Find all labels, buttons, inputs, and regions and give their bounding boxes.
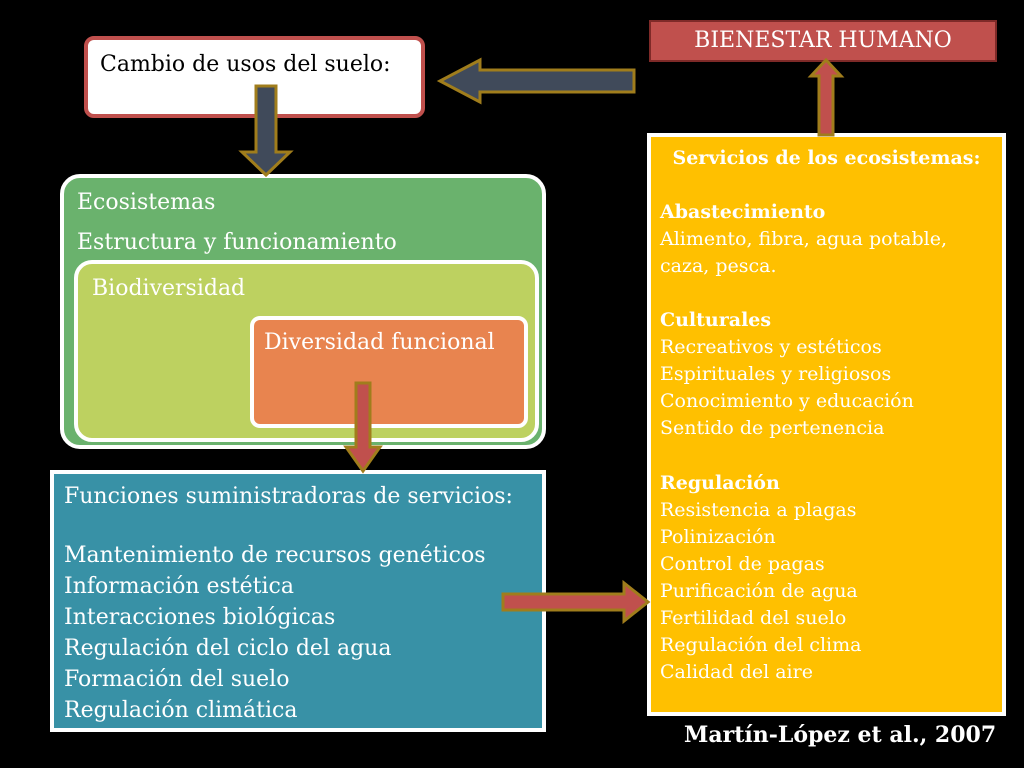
servicios-item: Control de pagas bbox=[660, 553, 825, 575]
servicios-item: Conocimiento y educación bbox=[660, 390, 914, 412]
bienestar-humano-label: BIENESTAR HUMANO bbox=[694, 28, 952, 53]
servicios-item: Sentido de pertenencia bbox=[660, 417, 885, 439]
funciones-item: Regulación del ciclo del agua bbox=[64, 636, 392, 661]
arrow-left-to-cambio bbox=[436, 57, 636, 105]
servicios-item: caza, pesca. bbox=[660, 255, 777, 277]
servicios-item: Calidad del aire bbox=[660, 661, 813, 683]
funciones-item: Información estética bbox=[64, 574, 294, 599]
arrow-down-to-ecosistemas bbox=[238, 84, 294, 178]
servicios-item: Regulación del clima bbox=[660, 634, 862, 656]
servicios-item: Recreativos y estéticos bbox=[660, 336, 882, 358]
ecosistemas-subtitle: Estructura y funcionamiento bbox=[77, 230, 397, 255]
funciones-box: Funciones suministradoras de servicios: … bbox=[50, 470, 546, 732]
servicios-item: Alimento, fibra, agua potable, bbox=[660, 228, 948, 250]
servicios-item: Resistencia a plagas bbox=[660, 499, 857, 521]
arrow-right-to-servicios bbox=[501, 579, 651, 625]
cambio-usos-suelo-label: Cambio de usos del suelo: bbox=[100, 52, 391, 77]
arrow-down-to-funciones bbox=[343, 381, 383, 474]
servicios-item: Polinización bbox=[660, 526, 776, 548]
diversidad-funcional-label: Diversidad funcional bbox=[264, 330, 495, 355]
servicios-heading-regulacion: Regulación bbox=[660, 472, 780, 494]
servicios-item: Fertilidad del suelo bbox=[660, 607, 847, 629]
funciones-item: Regulación climática bbox=[64, 698, 298, 723]
funciones-item: Interacciones biológicas bbox=[64, 605, 336, 630]
citation-credit: Martín-López et al., 2007 bbox=[684, 722, 997, 748]
diversidad-funcional-box: Diversidad funcional bbox=[250, 316, 528, 428]
bienestar-humano-box: BIENESTAR HUMANO bbox=[649, 20, 997, 62]
servicios-heading-abastecimiento: Abastecimiento bbox=[660, 201, 826, 223]
biodiversidad-label: Biodiversidad bbox=[92, 276, 246, 301]
funciones-item: Formación del suelo bbox=[64, 667, 290, 692]
ecosistemas-title: Ecosistemas bbox=[77, 190, 216, 215]
servicios-title: Servicios de los ecosistemas: bbox=[672, 147, 981, 169]
servicios-item: Espirituales y religiosos bbox=[660, 363, 892, 385]
funciones-title: Funciones suministradoras de servicios: bbox=[64, 484, 513, 509]
servicios-heading-culturales: Culturales bbox=[660, 309, 772, 331]
arrow-up-to-bienestar bbox=[807, 57, 845, 137]
servicios-item: Purificación de agua bbox=[660, 580, 858, 602]
servicios-box: Servicios de los ecosistemas: Abastecimi… bbox=[647, 133, 1006, 716]
funciones-item: Mantenimiento de recursos genéticos bbox=[64, 543, 486, 568]
